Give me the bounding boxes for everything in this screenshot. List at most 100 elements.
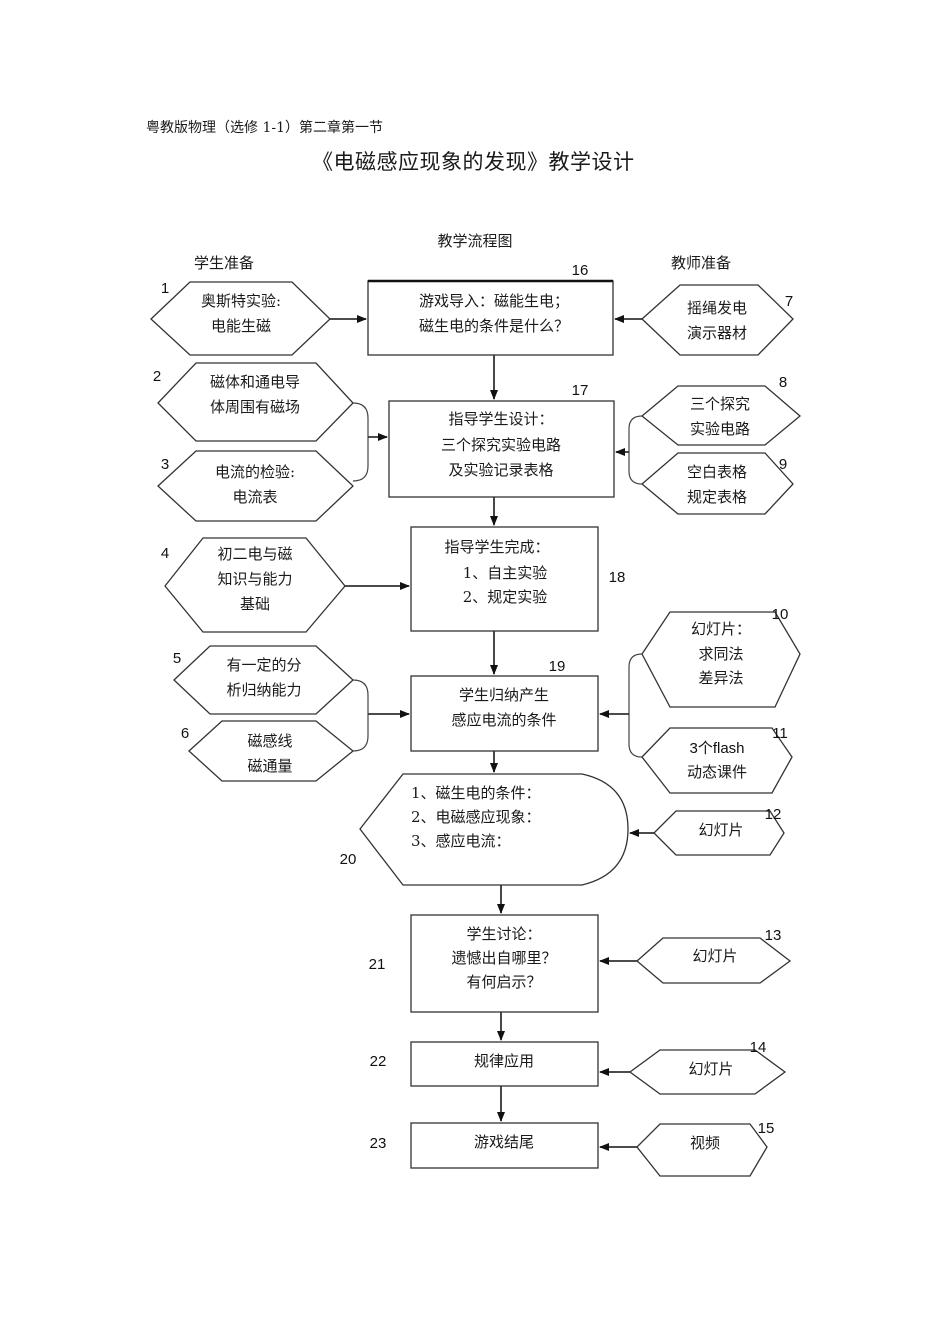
prep-number: 10	[772, 606, 789, 623]
step-line: 规律应用	[474, 1052, 534, 1070]
prep-line: 基础	[240, 595, 270, 613]
prep-line: 知识与能力	[217, 570, 292, 588]
step-line: 指导学生完成：	[444, 538, 549, 556]
prep-line: 规定表格	[687, 488, 747, 506]
prep-number: 13	[765, 927, 782, 944]
group-brace	[352, 679, 369, 752]
step-line: 磁生电的条件是什么？	[419, 317, 569, 335]
step-number: 23	[370, 1135, 387, 1152]
step-number: 20	[340, 851, 357, 868]
prep-line: 三个探究	[690, 395, 750, 413]
group-brace	[628, 415, 643, 485]
teacher-prep-11: 11 3个flash 动态课件	[641, 725, 793, 794]
step-22: 22 规律应用	[370, 1041, 599, 1087]
step-line: 感应电流的条件	[451, 711, 556, 729]
group-brace	[352, 402, 369, 482]
prep-line: 磁感线	[247, 732, 292, 750]
prep-line: 动态课件	[687, 763, 747, 781]
step-19: 19 学生归纳产生 感应电流的条件	[410, 658, 599, 752]
prep-line: 电流的检验:	[215, 463, 295, 481]
step-line: 游戏结尾	[474, 1133, 534, 1151]
step-line: 3、感应电流：	[411, 832, 511, 850]
student-prep-6: 6 磁感线 磁通量	[181, 720, 355, 782]
step-number: 21	[369, 956, 386, 973]
prep-line: 磁体和通电导	[210, 373, 300, 391]
student-prep-2: 2 磁体和通电导 体周围有磁场	[153, 362, 354, 442]
step-line: 指导学生设计：	[448, 410, 553, 428]
prep-line: 析归纳能力	[226, 681, 301, 699]
prep-number: 4	[161, 545, 169, 562]
step-line: 三个探究实验电路	[441, 436, 561, 454]
step-number: 18	[609, 569, 626, 586]
prep-number: 8	[779, 374, 787, 391]
step-20: 20 1、磁生电的条件： 2、电磁感应现象： 3、感应电流：	[340, 773, 629, 886]
prep-line: 摇绳发电	[687, 299, 747, 317]
teacher-prep-9: 9 空白表格 规定表格	[640, 452, 794, 515]
prep-number: 12	[765, 806, 782, 823]
prep-line: 空白表格	[687, 463, 747, 481]
student-prep-3: 3 电流的检验: 电流表	[157, 450, 354, 522]
prep-number: 9	[779, 456, 787, 473]
step-line: 2、规定实验	[463, 588, 548, 606]
teacher-prep-12: 12 幻灯片	[653, 806, 785, 856]
step-line: 2、电磁感应现象：	[411, 808, 541, 826]
step-number: 22	[370, 1053, 387, 1070]
prep-number: 15	[758, 1120, 775, 1137]
flowchart-title: 教学流程图	[437, 232, 512, 250]
teacher-prep-15: 15 视频	[636, 1120, 775, 1177]
prep-line: 磁通量	[247, 757, 292, 775]
step-17: 17 指导学生设计： 三个探究实验电路 及实验记录表格	[388, 382, 615, 498]
prep-line: 幻灯片	[688, 1060, 733, 1078]
prep-number: 5	[173, 650, 181, 667]
prep-number: 3	[161, 456, 169, 473]
prep-line: 幻灯片	[692, 947, 737, 965]
step-line: 遗憾出自哪里？	[451, 949, 556, 967]
step-line: 学生归纳产生	[459, 686, 549, 704]
prep-number: 14	[750, 1039, 767, 1056]
teacher-column-header: 教师准备	[671, 254, 731, 272]
student-column-header: 学生准备	[194, 254, 254, 272]
teacher-prep-14: 14 幻灯片	[628, 1039, 787, 1095]
prep-line: 奥斯特实验:	[201, 292, 281, 310]
prep-number: 6	[181, 725, 189, 742]
prep-line: 3个flash	[689, 740, 744, 757]
teacher-prep-7: 7 摇绳发电 演示器材	[641, 284, 794, 356]
step-line: 学生讨论：	[466, 925, 541, 943]
document-title: 《电磁感应现象的发现》教学设计	[312, 150, 635, 174]
teacher-prep-8: 8 三个探究 实验电路	[640, 374, 802, 446]
prep-number: 11	[772, 725, 788, 742]
prep-number: 7	[785, 293, 793, 310]
step-18: 18 指导学生完成： 1、自主实验 2、规定实验	[410, 526, 626, 632]
prep-line: 幻灯片	[698, 821, 743, 839]
prep-number: 2	[153, 368, 161, 385]
prep-line: 幻灯片：	[691, 620, 751, 638]
step-16: 16 游戏导入：磁能生电； 磁生电的条件是什么？	[367, 262, 614, 356]
group-brace	[628, 653, 643, 758]
student-prep-1: 1 奥斯特实验: 电能生磁	[150, 280, 331, 356]
prep-line: 电流表	[232, 488, 277, 506]
student-prep-5: 5 有一定的分 析归纳能力	[173, 645, 354, 715]
prep-line: 实验电路	[690, 420, 750, 438]
step-line: 有何启示？	[466, 973, 541, 991]
prep-number: 1	[161, 280, 169, 297]
step-23: 23 游戏结尾	[370, 1122, 599, 1169]
step-number: 17	[572, 382, 589, 399]
student-prep-4: 4 初二电与磁 知识与能力 基础	[161, 537, 346, 633]
step-number: 19	[549, 658, 566, 675]
prep-line: 差异法	[698, 669, 743, 687]
step-line: 游戏导入：磁能生电；	[419, 292, 569, 310]
teacher-prep-13: 13 幻灯片	[636, 927, 792, 984]
step-line: 及实验记录表格	[448, 461, 553, 479]
prep-line: 演示器材	[687, 324, 747, 342]
prep-line: 初二电与磁	[217, 545, 292, 563]
step-line: 1、自主实验	[463, 564, 548, 582]
step-number: 16	[572, 262, 589, 279]
step-21: 21 学生讨论： 遗憾出自哪里？ 有何启示？	[369, 914, 599, 1013]
prep-line: 有一定的分	[226, 656, 301, 674]
prep-line: 体周围有磁场	[210, 398, 300, 416]
document-subtitle: 粤教版物理（选修 1-1）第二章第一节	[146, 120, 383, 136]
prep-line: 电能生磁	[211, 317, 271, 335]
prep-line: 求同法	[698, 645, 743, 663]
step-line: 1、磁生电的条件：	[411, 784, 541, 802]
